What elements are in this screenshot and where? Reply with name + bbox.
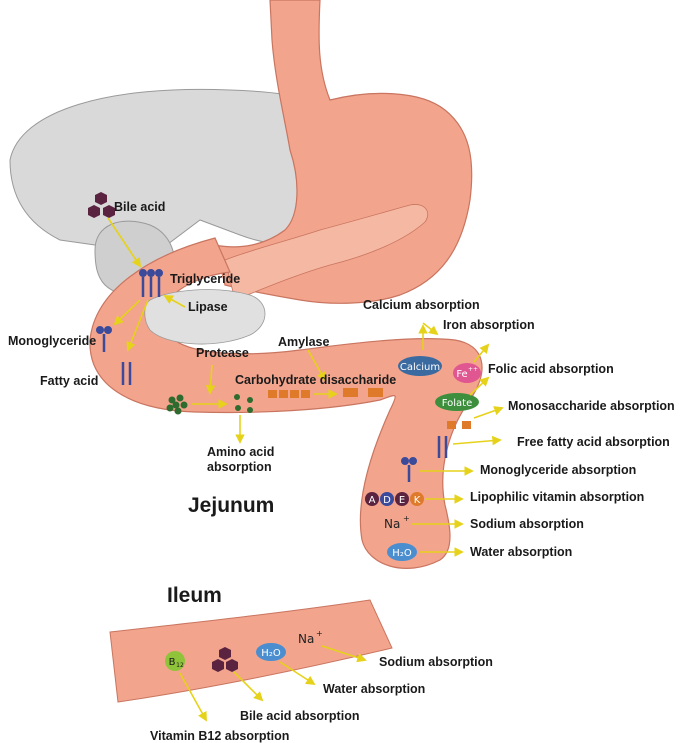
vitamin-d-text: D [383,495,391,506]
folate-text: Folate [442,398,473,409]
amino-acid-icon [234,394,253,413]
monoglyceride-absorption-label: Monoglyceride absorption [480,463,636,477]
vitamin-a-text: A [369,495,376,506]
free-fatty-acid-icon [437,436,448,458]
vitamin-k-text: K [414,495,421,506]
folic-acid-absorption-label: Folic acid absorption [488,362,614,376]
ileum-bile-acid-icon [212,647,238,672]
amino-acid-label-2: absorption [207,460,272,474]
calcium-absorption-label: Calcium absorption [363,298,480,312]
monoglyceride-icon [96,326,112,352]
ileum-water-text: H₂O [261,648,281,659]
fatty-acid-icon [121,362,132,385]
sodium-icon: Na + [384,514,410,531]
sodium-sup-text: + [403,514,410,523]
sodium-text: Na [384,517,400,531]
small-intestine-shape [89,237,483,569]
ileum-bile-acid-absorption-label: Bile acid absorption [240,709,359,723]
pancreas-shape [224,204,429,301]
protease-label: Protease [196,346,249,360]
monoglyceride-small-icon [401,457,417,482]
iron-sup-text: ++ [468,366,478,373]
free-fatty-acid-absorption-label: Free fatty acid absorption [517,435,670,449]
b12-sub-text: 12 [176,662,184,669]
bile-acid-label: Bile acid [114,200,165,214]
vitamin-b12-icon: B 12 [165,651,185,671]
monoglyceride-label: Monoglyceride [8,334,96,348]
water-text: H₂O [392,548,412,559]
ileum-sodium-icon: Na + [298,629,323,646]
ileum-sodium-text: Na [298,632,314,646]
ileum-heading: Ileum [167,584,222,607]
triglyceride-label: Triglyceride [170,272,240,286]
monosaccharide-small-icon [447,421,471,429]
calcium-icon: Calcium [398,356,442,376]
vitamin-b12-absorption-label: Vitamin B12 absorption [150,729,289,743]
ileum-sodium-sup-text: + [316,629,323,638]
carbohydrate-label: Carbohydrate disaccharide [235,373,396,387]
lipase-label: Lipase [188,300,228,314]
monosaccharide-absorption-label: Monosaccharide absorption [508,399,675,413]
disaccharide-icon [268,390,310,398]
protein-icon [166,394,188,415]
iron-text: Fe [456,369,467,380]
b12-text: B [169,657,176,668]
sodium-absorption-label: Sodium absorption [470,517,584,531]
lipophilic-vitamin-icon: A D E K [365,492,424,506]
fatty-acid-label: Fatty acid [40,374,98,388]
amino-acid-label-1: Amino acid [207,445,274,459]
ileum-water-icon: H₂O [256,643,286,661]
monosaccharide-icon [343,388,383,397]
vitamin-e-text: E [399,495,405,506]
ileum-water-absorption-label: Water absorption [323,682,425,696]
folate-icon: Folate [435,393,479,411]
lipophilic-vitamin-absorption-label: Lipophilic vitamin absorption [470,490,644,504]
duodenum-inner-shape [144,289,266,345]
iron-icon: Fe ++ [453,363,481,383]
jejunum-heading: Jejunum [188,494,274,517]
bile-acid-icon [88,192,115,218]
triglyceride-icon [139,269,163,297]
amylase-label: Amylase [278,335,329,349]
calcium-text: Calcium [400,362,440,373]
water-icon: H₂O [387,543,417,561]
iron-absorption-label: Iron absorption [443,318,535,332]
ileum-sodium-absorption-label: Sodium absorption [379,655,493,669]
water-absorption-label: Water absorption [470,545,572,559]
